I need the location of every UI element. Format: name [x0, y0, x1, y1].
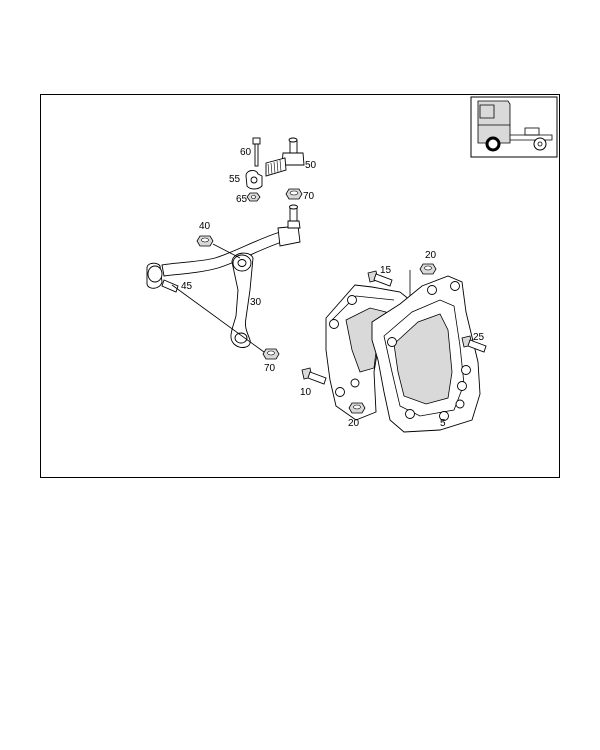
callout-20-bottom: 20 — [348, 418, 360, 429]
callout-25: 25 — [473, 332, 485, 343]
nut-65 — [246, 192, 261, 202]
callout-45: 45 — [181, 281, 193, 292]
steering-bracket-5 — [325, 275, 481, 433]
nut-20-top — [419, 263, 437, 275]
tie-rod-end-50 — [265, 137, 305, 177]
callout-65: 65 — [236, 194, 248, 205]
truck-cab-icon — [470, 96, 558, 158]
callout-20-top: 20 — [425, 250, 437, 261]
callout-15: 15 — [380, 265, 392, 276]
bolt-25 — [461, 335, 487, 353]
callout-10: 10 — [300, 387, 312, 398]
bolt-15 — [367, 270, 393, 287]
bolt-60 — [252, 137, 261, 167]
clamp-55 — [245, 170, 263, 190]
nut-70-bottom — [262, 348, 280, 360]
callout-5: 5 — [440, 418, 446, 429]
callout-40: 40 — [199, 221, 211, 232]
bolt-10 — [301, 367, 327, 385]
callout-50: 50 — [305, 160, 317, 171]
nut-70-top — [285, 188, 303, 200]
idler-arm-30 — [230, 252, 254, 348]
nut-20-bottom — [348, 402, 366, 414]
callout-55: 55 — [229, 174, 241, 185]
callout-70-top: 70 — [303, 191, 315, 202]
drag-link-45 — [146, 204, 301, 293]
callout-60: 60 — [240, 147, 252, 158]
nut-40 — [196, 235, 214, 247]
callout-70-bottom: 70 — [264, 363, 276, 374]
callout-30: 30 — [250, 297, 262, 308]
